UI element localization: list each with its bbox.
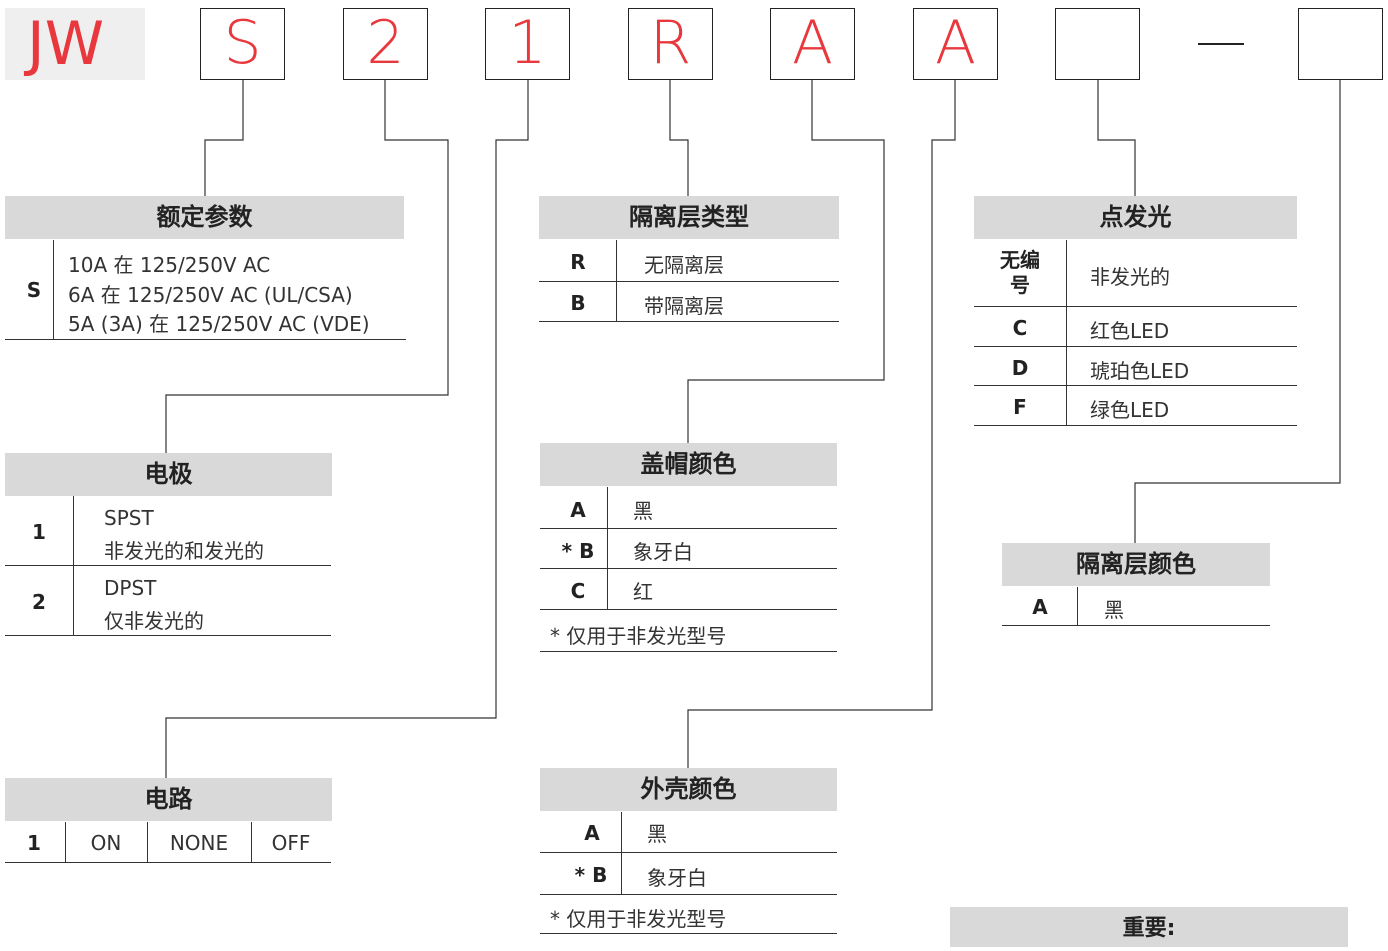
- divider: [974, 346, 1297, 347]
- code-box-housing-color: A: [913, 8, 998, 80]
- important-title: 重要:: [950, 907, 1348, 947]
- housing-color-code-b: * B: [574, 863, 608, 887]
- poles-row-2-line2: 仅非发光的: [104, 609, 204, 633]
- cap-color-code-a: A: [570, 498, 586, 522]
- separator-dash: [1198, 43, 1244, 45]
- code-box-cap-color: A: [770, 8, 855, 80]
- circuit-code: 1: [27, 831, 41, 855]
- rating-line-3: 5A (3A) 在 125/250V AC (VDE): [68, 312, 370, 336]
- circuit-pos-3: OFF: [271, 831, 311, 855]
- cap-color-text-a: 黑: [633, 499, 653, 523]
- divider: [5, 565, 331, 566]
- cap-color-text-c: 红: [633, 580, 653, 604]
- cap-color-code-b: * B: [561, 539, 595, 563]
- divider: [1066, 240, 1067, 425]
- divider: [974, 385, 1297, 386]
- divider: [540, 852, 837, 853]
- poles-row-1-line1: SPST: [104, 506, 154, 530]
- code-box-illumination: [1055, 8, 1140, 80]
- housing-color-text-a: 黑: [647, 822, 667, 846]
- poles-row-2-line1: DPST: [104, 576, 157, 600]
- rating-line-1: 10A 在 125/250V AC: [68, 253, 271, 277]
- barrier-color-text-a: 黑: [1104, 598, 1124, 622]
- barrier-color-title: 隔离层颜色: [1002, 543, 1270, 586]
- barrier-type-text-b: 带隔离层: [644, 294, 724, 318]
- code-box-poles: 2: [343, 8, 428, 80]
- series-prefix: JW: [5, 8, 145, 80]
- poles-code-2: 2: [32, 590, 46, 614]
- divider: [621, 812, 622, 894]
- divider: [974, 425, 1297, 426]
- cap-color-note: * 仅用于非发光型号: [550, 624, 727, 648]
- illumination-code-f: F: [1013, 395, 1027, 419]
- divider: [540, 609, 837, 610]
- barrier-type-code-r: R: [570, 250, 586, 274]
- housing-color-note: * 仅用于非发光型号: [550, 907, 727, 931]
- circuit-title: 电路: [5, 778, 332, 821]
- poles-code-1: 1: [32, 520, 46, 544]
- barrier-type-text-r: 无隔离层: [644, 253, 724, 277]
- cap-color-code-c: C: [570, 579, 586, 603]
- divider: [251, 822, 252, 862]
- divider: [540, 568, 837, 569]
- divider: [539, 321, 839, 322]
- divider: [1002, 625, 1270, 626]
- poles-title: 电极: [5, 453, 332, 496]
- rating-line-2: 6A 在 125/250V AC (UL/CSA): [68, 283, 353, 307]
- housing-color-code-a: A: [584, 821, 600, 845]
- divider: [5, 635, 331, 636]
- divider: [1077, 587, 1078, 625]
- poles-row-1-line2: 非发光的和发光的: [104, 539, 264, 563]
- divider: [540, 894, 837, 895]
- divider: [65, 822, 66, 862]
- code-box-circuit: 1: [485, 8, 570, 80]
- code-box-barrier-color: [1298, 8, 1383, 80]
- divider: [540, 528, 837, 529]
- barrier-type-code-b: B: [570, 291, 586, 315]
- code-box-barrier-type: R: [628, 8, 713, 80]
- divider: [53, 240, 54, 340]
- housing-color-title: 外壳颜色: [540, 768, 837, 811]
- cap-color-title: 盖帽颜色: [540, 443, 837, 486]
- circuit-pos-1: ON: [90, 831, 122, 855]
- housing-color-text-b: 象牙白: [647, 866, 707, 890]
- divider: [540, 651, 837, 652]
- code-box-rating: S: [200, 8, 285, 80]
- illumination-code-c: C: [1012, 316, 1028, 340]
- divider: [5, 339, 406, 340]
- illumination-text-f: 绿色LED: [1090, 398, 1170, 422]
- illumination-text-c: 红色LED: [1090, 319, 1170, 343]
- illumination-title: 点发光: [974, 196, 1297, 239]
- divider: [540, 933, 837, 934]
- circuit-pos-2: NONE: [169, 831, 229, 855]
- divider: [974, 306, 1297, 307]
- divider: [607, 487, 608, 609]
- illumination-text-none: 非发光的: [1090, 265, 1170, 289]
- barrier-type-title: 隔离层类型: [539, 196, 839, 239]
- illumination-text-d: 琥珀色LED: [1090, 359, 1190, 383]
- barrier-color-code-a: A: [1032, 595, 1048, 619]
- divider: [5, 862, 331, 863]
- divider: [539, 281, 839, 282]
- illumination-code-d: D: [1011, 356, 1029, 380]
- rating-title: 额定参数: [5, 196, 404, 239]
- cap-color-text-b: 象牙白: [633, 540, 693, 564]
- illumination-code-none: 无编号: [1000, 248, 1040, 297]
- divider: [73, 496, 74, 636]
- rating-code: S: [26, 278, 42, 302]
- divider: [147, 822, 148, 862]
